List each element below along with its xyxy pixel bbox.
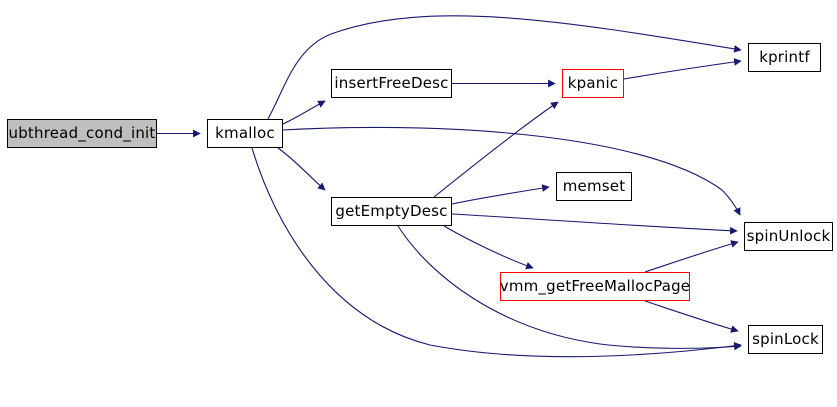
- graph-node-vmm-get-free-malloc-page[interactable]: vmm_getFreeMallocPage: [500, 272, 690, 301]
- graph-node-kpanic[interactable]: kpanic: [562, 69, 624, 98]
- graph-node-label: kprintf: [759, 48, 810, 66]
- edge-getEmptyDesc-spinLock: [397, 225, 742, 351]
- graph-node-spin-unlock[interactable]: spinUnlock: [744, 222, 833, 251]
- graph-node-get-empty-desc[interactable]: getEmptyDesc: [331, 197, 452, 226]
- edge-getEmptyDesc-vmm_getFreeMallocPage: [443, 225, 534, 270]
- edge-getEmptyDesc-spinUnlock: [451, 213, 738, 235]
- graph-node-label: getEmptyDesc: [335, 202, 448, 220]
- graph-node-kprintf[interactable]: kprintf: [748, 43, 821, 72]
- edge-kmalloc-getEmptyDesc: [277, 147, 326, 191]
- edge-getEmptyDesc-kpanic: [433, 101, 559, 198]
- edge-kmalloc-kprintf: [267, 15, 742, 120]
- edge-kpanic-kprintf: [623, 58, 742, 80]
- edge-vmm_getFreeMallocPage-spinLock: [644, 300, 739, 333]
- edge-kmalloc-spinLock: [251, 147, 742, 358]
- graph-node-ubthread-cond-init[interactable]: ubthread_cond_init: [7, 119, 157, 148]
- graph-node-label: spinLock: [752, 330, 819, 348]
- graph-node-memset[interactable]: memset: [556, 172, 632, 201]
- graph-node-label: insertFreeDesc: [334, 74, 449, 92]
- edge-kmalloc-insertFreeDesc: [282, 100, 326, 125]
- graph-node-label: ubthread_cond_init: [8, 124, 156, 142]
- graph-node-label: vmm_getFreeMallocPage: [499, 277, 691, 295]
- graph-node-spin-lock[interactable]: spinLock: [748, 325, 823, 354]
- graph-node-kmalloc[interactable]: kmalloc: [207, 119, 283, 148]
- graph-node-label: memset: [562, 177, 626, 195]
- graph-node-label: kpanic: [567, 74, 619, 92]
- edge-getEmptyDesc-memset: [451, 184, 550, 205]
- edge-kmalloc-spinUnlock: [282, 126, 741, 216]
- graph-node-label: kmalloc: [215, 124, 275, 142]
- edge-vmm_getFreeMallocPage-spinUnlock: [644, 240, 739, 273]
- graph-node-insert-free-desc[interactable]: insertFreeDesc: [331, 69, 452, 98]
- graph-node-label: spinUnlock: [746, 227, 831, 245]
